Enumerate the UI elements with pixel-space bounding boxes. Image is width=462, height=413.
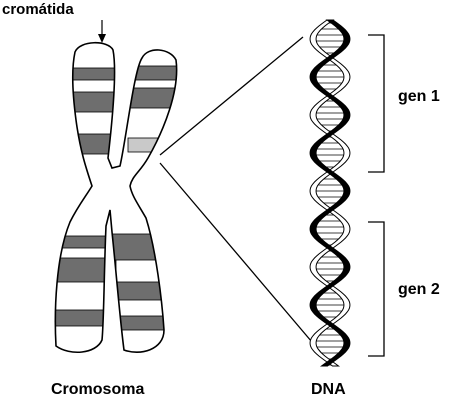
- chromosome-band: [59, 67, 121, 81]
- gene-2-label: gen 2: [398, 281, 440, 298]
- gene-2-bracket: [368, 221, 385, 357]
- gene-1-label: gen 1: [398, 88, 440, 105]
- zoom-lines: [159, 36, 324, 356]
- chromosome-band: [111, 233, 173, 261]
- dna-double-helix: [309, 19, 351, 367]
- dna-strand-front: [309, 19, 351, 367]
- chromosome-band: [127, 137, 177, 153]
- gene-1-bracket: [368, 34, 385, 173]
- chromatid-label: cromátida: [2, 1, 74, 18]
- chromosome-band: [127, 87, 177, 109]
- dna-label: DNA: [311, 381, 346, 398]
- chromosome-band: [111, 281, 173, 301]
- chromosome-band: [59, 91, 121, 113]
- chromatid-pointer-arrow: [98, 20, 106, 43]
- chromosome-band: [55, 309, 117, 327]
- chromosome: [54, 41, 178, 354]
- chromosome-label: Cromosoma: [51, 381, 145, 398]
